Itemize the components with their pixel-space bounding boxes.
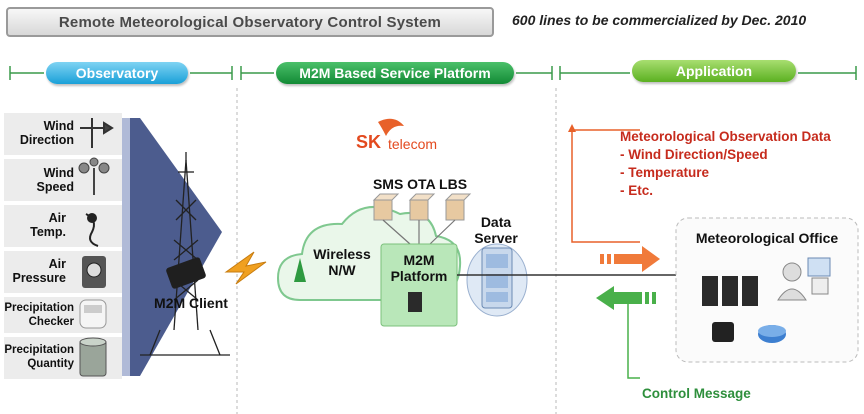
office-servers-icon <box>702 276 758 306</box>
anemometer-icon <box>78 157 110 195</box>
m2m-platform-box <box>380 243 458 327</box>
wireless-network-label: Wireless N/W <box>313 246 371 278</box>
sensor-label-wind-direction: Wind Direction <box>19 119 74 147</box>
observation-data-item-1: - Wind Direction/Speed <box>620 147 768 162</box>
observatory-range-bar <box>9 66 233 80</box>
commercialization-note: 600 lines to be commercialized by Dec. 2… <box>512 12 807 28</box>
control-message-label: Control Message <box>642 386 751 401</box>
sk-telecom-logo-icon <box>378 118 404 136</box>
sensor-label-precipitation-checker: Precipitation Checker <box>4 302 74 328</box>
observation-data-item-2: - Temperature <box>620 165 710 180</box>
data-server-icon <box>466 243 528 317</box>
barometer-icon <box>82 256 106 288</box>
application-range-bar <box>559 66 857 80</box>
sensor-box-1 <box>4 113 122 155</box>
diagram-title: Remote Meteorological Observatory Contro… <box>6 7 494 37</box>
thermometer-icon <box>85 213 99 247</box>
rain-gauge-icon <box>79 337 107 377</box>
ota-server-icon <box>408 193 436 221</box>
precipitation-checker-icon <box>79 299 107 329</box>
control-message-bracket <box>627 304 640 379</box>
data-server-label: Data Server <box>474 214 518 246</box>
wireless-link-icon <box>224 251 267 285</box>
office-user-icon <box>777 257 831 301</box>
meteorological-office-label: Meteorological Office <box>695 230 839 246</box>
platform-section-label: M2M Based Service Platform <box>276 62 514 84</box>
sensor-box-3 <box>4 205 122 247</box>
sensor-label-air-pressure: Air Pressure <box>12 257 66 285</box>
wind-vane-icon <box>80 118 114 148</box>
sensor-label-precipitation-quantity: Precipitation Quantity <box>4 344 74 370</box>
observation-data-bracket <box>571 129 640 243</box>
application-section-label: Application <box>632 60 796 82</box>
observatory-section-label: Observatory <box>46 62 188 84</box>
server-connectors <box>382 219 456 245</box>
m2m-client-device-icon <box>166 257 206 289</box>
sensor-label-wind-speed: Wind Speed <box>36 166 74 194</box>
m2m-client-label: M2M Client <box>154 295 228 311</box>
tower-icon <box>140 152 230 356</box>
lbs-server-icon <box>444 193 472 221</box>
office-device-icon <box>712 322 734 342</box>
sms-ota-lbs-label: SMS OTA LBS <box>372 176 468 192</box>
data-flow-arrow <box>600 246 660 272</box>
funnel-arrow <box>122 118 222 376</box>
sk-brand-text: SK <box>356 132 382 152</box>
control-flow-arrow <box>596 286 656 310</box>
platform-server-icon <box>408 292 422 312</box>
m2m-platform-label: M2M Platform <box>390 252 448 284</box>
observation-data-title: Meteorological Observation Data <box>620 129 831 144</box>
cell-antenna-icon <box>294 258 306 282</box>
telecom-brand-text: telecom <box>388 136 438 152</box>
sensor-label-air-temp: Air Temp. <box>30 211 66 239</box>
observation-data-item-3: - Etc. <box>620 183 654 198</box>
platform-range-bar <box>240 66 553 80</box>
sms-server-icon <box>372 193 400 221</box>
router-icon <box>758 325 786 343</box>
